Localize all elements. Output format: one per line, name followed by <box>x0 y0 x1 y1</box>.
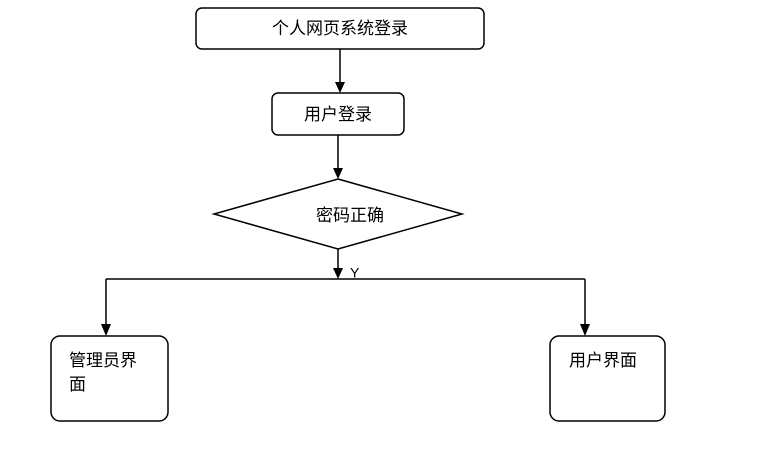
check-decision-label: 密码正确 <box>316 206 384 226</box>
arrow-start-to-login <box>335 49 345 93</box>
arrow-login-to-check <box>333 135 343 179</box>
login-node-label: 用户登录 <box>304 105 372 125</box>
user-node: 用户界面 <box>549 335 666 422</box>
arrow-branch-to-admin-head <box>101 324 111 336</box>
admin-node-box <box>50 335 169 422</box>
start-node-label: 个人网页系统登录 <box>272 19 408 39</box>
arrow-login-to-check-head <box>333 168 343 179</box>
login-node: 用户登录 <box>271 92 405 136</box>
admin-node-label-line2: 面 <box>69 375 86 395</box>
arrow-branch-to-admin <box>101 279 111 336</box>
arrow-start-to-login-head <box>335 82 345 93</box>
check-decision-node: 密码正确 <box>211 178 465 250</box>
yes-label: Y <box>350 265 360 281</box>
start-node: 个人网页系统登录 <box>195 7 485 50</box>
admin-node: 管理员界 面 <box>50 335 169 422</box>
arrow-check-to-branch <box>333 249 343 279</box>
user-node-box <box>549 335 666 422</box>
arrow-branch-to-user-head <box>580 324 590 336</box>
arrow-branch-to-user <box>580 279 590 336</box>
admin-node-label-line1: 管理员界 <box>69 351 137 371</box>
arrow-check-to-branch-head <box>333 268 343 279</box>
user-node-label: 用户界面 <box>569 351 637 371</box>
